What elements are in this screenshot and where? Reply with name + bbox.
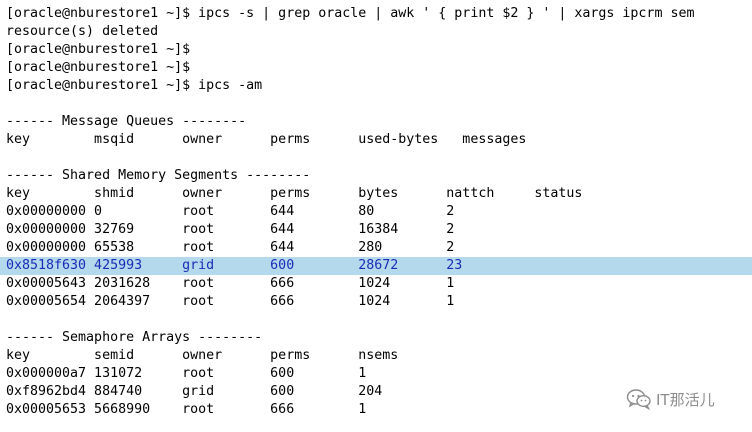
terminal-line-cmd: [oracle@nburestore1 ~]$ ipcs -s | grep o…	[6, 6, 695, 21]
terminal-line-blank	[0, 149, 752, 167]
terminal-line-cmd: [oracle@nburestore1 ~]$	[6, 42, 191, 57]
terminal-line-header: ------ Message Queues --------	[6, 114, 247, 129]
terminal-line-row: 0x00005653 5668990 root 666 1	[6, 402, 367, 417]
watermark-text: IT那活儿	[656, 390, 715, 409]
terminal-line-out: resource(s) deleted	[6, 24, 159, 39]
terminal-line-colhead: key msqid owner perms used-bytes message…	[6, 132, 527, 147]
terminal-line-blank	[0, 95, 752, 113]
terminal-line-row: 0x00000000 32769 root 644 16384 2	[6, 222, 455, 237]
terminal-line-row: 0x000000a7 131072 root 600 1	[6, 366, 367, 381]
terminal-line-row: 0x00000000 65538 root 644 280 2	[6, 240, 455, 255]
terminal-line-cmd: [oracle@nburestore1 ~]$	[6, 60, 191, 75]
terminal-line-cmd: [oracle@nburestore1 ~]$ ipcs -am	[6, 78, 263, 93]
terminal-line-row: 0xf8962bd4 884740 grid 600 204	[6, 384, 383, 399]
terminal-line-selected: 0x8518f630 425993 grid 600 28672 23	[0, 257, 752, 275]
terminal-line-colhead: key semid owner perms nsems	[6, 348, 399, 363]
terminal-line-row: 0x00000000 0 root 644 80 2	[6, 204, 455, 219]
terminal-line-colhead: key shmid owner perms bytes nattch statu…	[6, 186, 583, 201]
terminal-line-row: 0x00005643 2031628 root 666 1024 1	[6, 276, 455, 291]
wechat-icon	[626, 388, 652, 410]
watermark: IT那活儿	[626, 388, 715, 410]
terminal-output[interactable]: [oracle@nburestore1 ~]$ ipcs -s | grep o…	[0, 5, 752, 419]
terminal-line-blank	[0, 311, 752, 329]
terminal-line-header: ------ Shared Memory Segments --------	[6, 168, 311, 183]
terminal-line-row: 0x00005654 2064397 root 666 1024 1	[6, 294, 455, 309]
terminal-line-header: ------ Semaphore Arrays --------	[6, 330, 263, 345]
